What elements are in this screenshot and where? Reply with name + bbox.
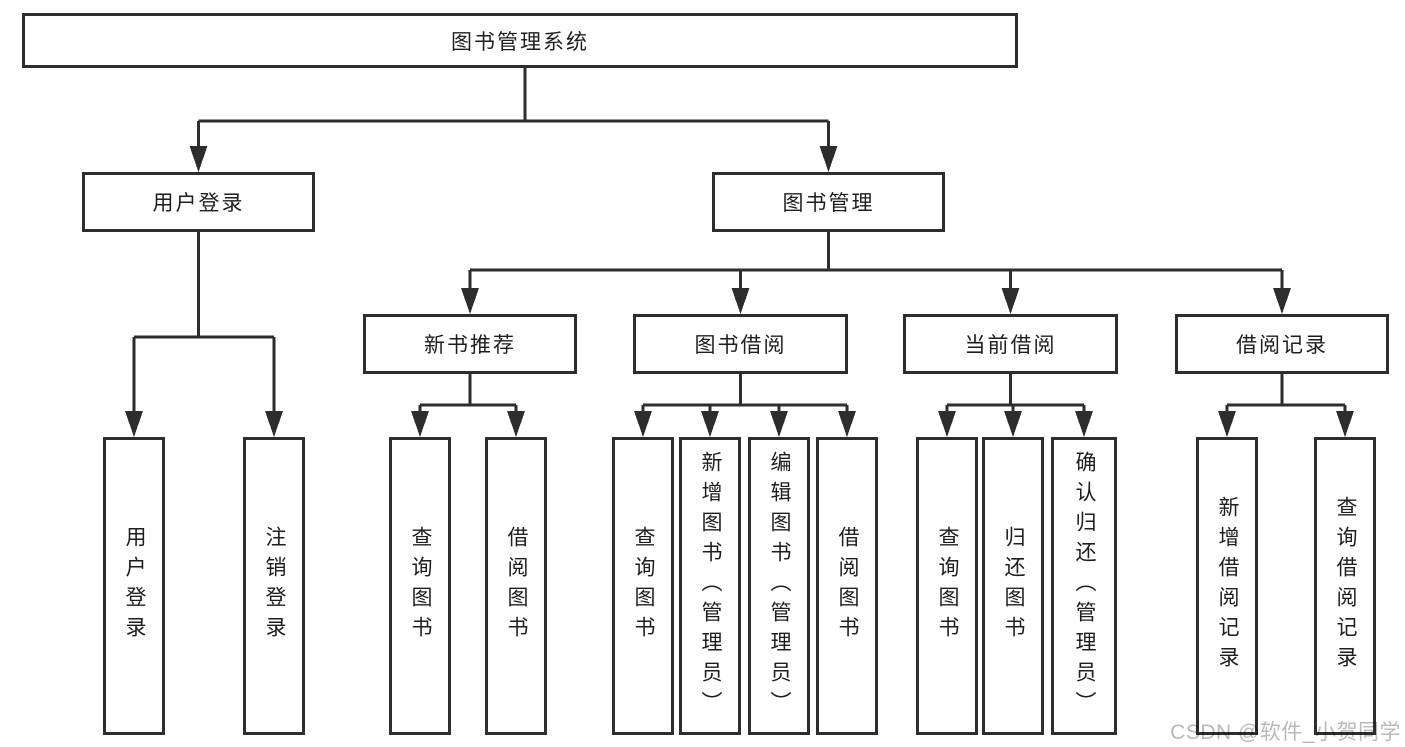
leaf-logout: 注销登录 — [243, 437, 305, 735]
leaf-bb-edit-books-admin-label: 编辑图书（管理员） — [768, 451, 791, 721]
node-book-borrow: 图书借阅 — [633, 314, 848, 374]
node-borrow-records: 借阅记录 — [1175, 314, 1389, 374]
leaf-logout-label: 注销登录 — [263, 526, 286, 646]
leaf-br-query-record-label: 查询借阅记录 — [1334, 496, 1357, 676]
leaf-bb-query-books: 查询图书 — [612, 437, 674, 735]
arrowhead-leaf-user-login — [125, 411, 143, 437]
arrowhead-user-login — [189, 146, 208, 172]
leaf-br-add-record: 新增借阅记录 — [1196, 437, 1258, 735]
arrowhead-leaf-br-add — [1218, 411, 1236, 437]
leaf-cb-return-books: 归还图书 — [982, 437, 1044, 735]
node-current-borrow: 当前借阅 — [903, 314, 1118, 374]
arrowhead-current-borrow — [1001, 288, 1020, 314]
arrowhead-leaf-bb-query — [634, 411, 652, 437]
csdn-watermark: CSDN @软件_小贺同学 — [1170, 721, 1401, 744]
node-book-management: 图书管理 — [712, 172, 945, 232]
leaf-nbr-query-books: 查询图书 — [389, 437, 451, 735]
arrowhead-book-borrow — [731, 288, 750, 314]
node-book-management-label: 图书管理 — [782, 192, 875, 215]
node-root-label: 图书管理系统 — [451, 30, 589, 54]
node-root: 图书管理系统 — [22, 13, 1018, 68]
leaf-bb-add-books-admin: 新增图书（管理员） — [679, 437, 741, 735]
arrowhead-leaf-bb-add — [701, 411, 719, 437]
arrowhead-leaf-cb-query — [938, 411, 956, 437]
leaf-cb-query-books: 查询图书 — [916, 437, 978, 735]
leaf-nbr-query-books-label: 查询图书 — [409, 526, 432, 646]
leaf-bb-query-books-label: 查询图书 — [632, 526, 655, 646]
node-user-login: 用户登录 — [82, 172, 315, 232]
arrowhead-leaf-cb-confirm — [1075, 411, 1093, 437]
leaf-bb-edit-books-admin: 编辑图书（管理员） — [748, 437, 810, 735]
leaf-bb-borrow-books: 借阅图书 — [816, 437, 878, 735]
arrowhead-leaf-bb-edit — [770, 411, 788, 437]
leaf-bb-add-books-admin-label: 新增图书（管理员） — [699, 451, 722, 721]
arrowhead-leaf-nbr-borrow — [507, 411, 525, 437]
arrowhead-leaf-bb-borrow — [838, 411, 856, 437]
node-new-book-recommend: 新书推荐 — [363, 314, 577, 374]
arrowhead-book-mgmt — [819, 146, 838, 172]
node-user-login-label: 用户登录 — [152, 192, 245, 215]
node-borrow-records-label: 借阅记录 — [1236, 334, 1328, 357]
arrowhead-leaf-nbr-query — [411, 411, 429, 437]
node-book-borrow-label: 图书借阅 — [694, 334, 787, 357]
leaf-nbr-borrow-books: 借阅图书 — [485, 437, 547, 735]
arrowhead-leaf-logout — [265, 411, 283, 437]
leaf-cb-confirm-return-admin-label: 确认归还（管理员） — [1073, 451, 1096, 721]
node-new-book-recommend-label: 新书推荐 — [424, 334, 516, 357]
leaf-user-login-label: 用户登录 — [123, 526, 146, 646]
arrowhead-new-book-rec — [461, 288, 479, 314]
leaf-nbr-borrow-books-label: 借阅图书 — [505, 526, 528, 646]
leaf-cb-query-books-label: 查询图书 — [936, 526, 959, 646]
node-current-borrow-label: 当前借阅 — [964, 334, 1057, 357]
leaf-cb-return-books-label: 归还图书 — [1002, 526, 1025, 646]
arrowhead-leaf-br-query — [1336, 411, 1354, 437]
leaf-user-login: 用户登录 — [103, 437, 165, 735]
leaf-cb-confirm-return-admin: 确认归还（管理员） — [1051, 437, 1117, 735]
arrowhead-leaf-cb-return — [1004, 411, 1022, 437]
arrowhead-borrow-record — [1273, 288, 1291, 314]
leaf-bb-borrow-books-label: 借阅图书 — [836, 526, 859, 646]
leaf-br-add-record-label: 新增借阅记录 — [1216, 496, 1239, 676]
leaf-br-query-record: 查询借阅记录 — [1314, 437, 1376, 735]
